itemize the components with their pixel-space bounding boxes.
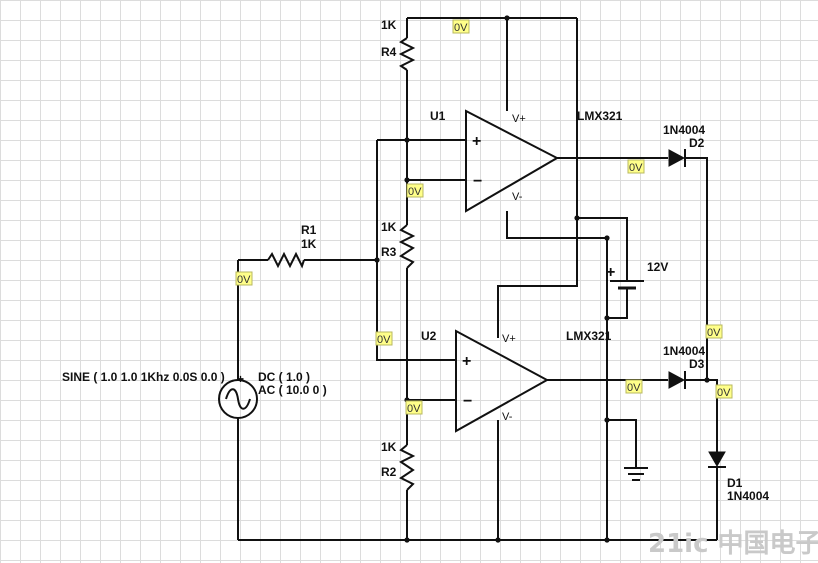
junction — [704, 377, 710, 383]
svg-text:0V: 0V — [627, 382, 641, 394]
junction — [604, 235, 610, 241]
diode-d3[interactable] — [668, 371, 686, 389]
r1-value-label: 1K — [301, 237, 317, 251]
wire-vplus-u2 — [497, 18, 578, 338]
u1-name-label: U1 — [430, 109, 446, 123]
wire-d3-out — [686, 379, 718, 452]
r2-value-label: 1K — [381, 440, 397, 454]
opamp-u2[interactable] — [455, 329, 550, 433]
d3-part-label: 1N4004 — [663, 344, 705, 358]
svg-text:0V: 0V — [407, 403, 421, 415]
ground-symbol[interactable] — [624, 467, 648, 481]
wire-battery-minus — [607, 289, 628, 319]
junction — [404, 537, 410, 543]
u1-minus-sign: − — [473, 173, 482, 190]
svg-text:0V: 0V — [377, 334, 391, 346]
voltage-probe-d2[interactable]: 0V — [705, 324, 723, 339]
source-sine-label: SINE ( 1.0 1.0 1Khz 0.0S 0.0 ) — [62, 370, 225, 384]
voltage-probe-source[interactable]: 0V — [235, 271, 253, 286]
u1-vminus-label: V- — [512, 191, 523, 203]
u1-vplus-label: V+ — [512, 113, 526, 125]
battery-value-label: 12V — [647, 260, 668, 274]
u2-vminus-label: V- — [502, 411, 513, 423]
d2-part-label: 1N4004 — [663, 123, 705, 137]
r3-name-label: R3 — [381, 245, 397, 259]
source-ac-label: AC ( 10.0 0 ) — [258, 383, 327, 397]
voltage-probe-u2-out[interactable]: 0V — [625, 379, 643, 394]
voltage-probe-input-bus[interactable]: 0V — [375, 331, 393, 346]
voltage-probe-u1-out[interactable]: 0V — [627, 159, 645, 174]
junction — [404, 177, 410, 183]
voltage-probe-d1[interactable]: 0V — [715, 384, 733, 399]
battery-12v[interactable] — [610, 275, 644, 290]
source-plus-sign: + — [237, 372, 244, 386]
diode-d1[interactable] — [708, 451, 726, 468]
svg-text:0V: 0V — [717, 387, 731, 399]
wire-input-bus — [376, 140, 456, 361]
opamp-u1[interactable] — [465, 109, 560, 213]
svg-text:0V: 0V — [629, 162, 643, 174]
r4-name-label: R4 — [381, 45, 397, 59]
u1-plus-sign: + — [472, 133, 481, 150]
svg-text:0V: 0V — [237, 274, 251, 286]
ac-sine-source[interactable] — [218, 379, 258, 419]
r2-name-label: R2 — [381, 465, 397, 479]
junction — [504, 15, 510, 21]
wire-battery-plus — [577, 217, 628, 275]
wire-vminus-u1 — [506, 211, 608, 540]
u2-vplus-label: V+ — [502, 333, 516, 345]
u1-part-label: LMX321 — [577, 109, 623, 123]
d1-name-label: D1 — [727, 476, 743, 490]
junction — [404, 137, 410, 143]
watermark-logo: 21ic 中国电子网 — [648, 529, 818, 559]
svg-text:0V: 0V — [408, 186, 422, 198]
svg-text:0V: 0V — [454, 22, 468, 34]
resistor-r4[interactable] — [398, 37, 416, 71]
wires — [237, 17, 718, 541]
junction — [604, 417, 610, 423]
resistor-r3[interactable] — [398, 224, 416, 269]
d3-name-label: D3 — [689, 357, 705, 371]
d2-name-label: D2 — [689, 136, 705, 150]
junction — [604, 537, 610, 543]
u2-minus-sign: − — [463, 393, 472, 410]
junction — [374, 257, 380, 263]
wire-ground — [607, 419, 637, 468]
junction — [604, 315, 610, 321]
battery-plus-sign: + — [606, 264, 615, 281]
r1-name-label: R1 — [301, 223, 317, 237]
u2-part-label: LMX321 — [566, 329, 612, 343]
r4-value-label: 1K — [381, 18, 397, 32]
svg-text:0V: 0V — [707, 327, 721, 339]
voltage-probe-top[interactable]: 0V — [452, 19, 470, 34]
u2-plus-sign: + — [462, 353, 471, 370]
diode-d2[interactable] — [668, 149, 686, 167]
d1-part-label: 1N4004 — [727, 489, 769, 503]
voltage-probe-u1-minus[interactable]: 0V — [406, 183, 424, 198]
source-dc-label: DC ( 1.0 ) — [258, 370, 310, 384]
r3-value-label: 1K — [381, 220, 397, 234]
junction — [495, 537, 501, 543]
resistor-r1[interactable] — [267, 251, 305, 269]
voltage-probe-u2-minus[interactable]: 0V — [405, 400, 423, 415]
junction — [574, 215, 580, 221]
resistor-r2[interactable] — [399, 444, 416, 491]
wire-d2-out — [686, 157, 708, 380]
u2-name-label: U2 — [421, 329, 437, 343]
junction-dots — [374, 15, 710, 543]
